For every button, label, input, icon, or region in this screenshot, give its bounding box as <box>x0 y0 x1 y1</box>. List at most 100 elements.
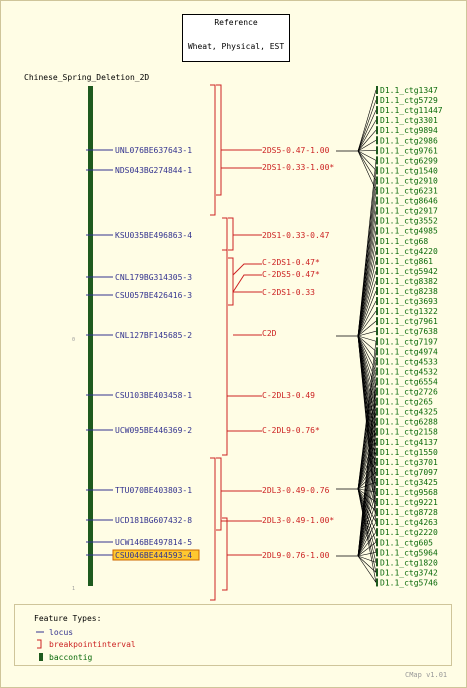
locus-item[interactable]: CSU046BE444593-4 <box>86 549 200 561</box>
contig-label[interactable]: D1.1_ctg11447 <box>380 106 443 115</box>
contig-label[interactable]: D1.1_ctg1550 <box>380 448 438 457</box>
contig-label[interactable]: D1.1_ctg68 <box>380 237 428 246</box>
interval-label[interactable]: 2DS1-0.33-1.00* <box>262 163 334 172</box>
contig-item[interactable]: D1.1_ctg9568 <box>376 488 438 497</box>
contig-item[interactable]: D1.1_ctg1820 <box>376 558 438 567</box>
contig-label[interactable]: D1.1_ctg265 <box>380 398 433 407</box>
contig-item[interactable]: D1.1_ctg1322 <box>376 307 438 316</box>
contig-label[interactable]: D1.1_ctg1820 <box>380 558 438 567</box>
locus-label[interactable]: TTU070BE403803-1 <box>115 486 192 495</box>
contig-item[interactable]: D1.1_ctg6554 <box>376 377 438 386</box>
locus-item[interactable]: UNL076BE637643-1 <box>86 146 192 155</box>
contig-label[interactable]: D1.1_ctg4220 <box>380 247 438 256</box>
contig-label[interactable]: D1.1_ctg3425 <box>380 478 438 487</box>
contig-item[interactable]: D1.1_ctg2158 <box>376 427 438 437</box>
locus-label[interactable]: CSU057BE426416-3 <box>115 291 192 300</box>
locus-label[interactable]: CNL127BF145685-2 <box>115 331 192 340</box>
contig-item[interactable]: D1.1_ctg861 <box>376 256 433 266</box>
contig-label[interactable]: D1.1_ctg2726 <box>380 388 438 397</box>
interval-label[interactable]: C-2DS1-0.47* <box>262 258 320 267</box>
contig-label[interactable]: D1.1_ctg8728 <box>380 508 438 517</box>
contig-item[interactable]: D1.1_ctg7097 <box>376 467 438 477</box>
locus-label[interactable]: CNL179BG314305-3 <box>115 273 192 282</box>
contig-item[interactable]: D1.1_ctg4325 <box>376 407 438 417</box>
locus-item[interactable]: UCW146BE497814-5 <box>86 538 192 547</box>
interval-label[interactable]: C-2DS5-0.47* <box>262 270 320 279</box>
contig-label[interactable]: D1.1_ctg4985 <box>380 227 438 236</box>
contig-item[interactable]: D1.1_ctg2917 <box>376 206 438 216</box>
contig-label[interactable]: D1.1_ctg9761 <box>380 146 438 155</box>
contig-item[interactable]: D1.1_ctg4985 <box>376 226 438 236</box>
contig-label[interactable]: D1.1_ctg6288 <box>380 418 438 427</box>
contig-item[interactable]: D1.1_ctg5942 <box>376 266 438 276</box>
contig-item[interactable]: D1.1_ctg9761 <box>376 146 438 155</box>
locus-item[interactable]: CSU103BE403458-1 <box>86 391 192 400</box>
interval-label[interactable]: 2DS1-0.33-0.47 <box>262 231 330 240</box>
contig-label[interactable]: D1.1_ctg2917 <box>380 207 438 216</box>
interval-label[interactable]: 2DL3-0.49-0.76 <box>262 486 330 495</box>
contig-label[interactable]: D1.1_ctg3742 <box>380 568 438 577</box>
contig-label[interactable]: D1.1_ctg8382 <box>380 277 438 286</box>
contig-item[interactable]: D1.1_ctg8646 <box>376 196 438 206</box>
contig-item[interactable]: D1.1_ctg2220 <box>376 528 438 537</box>
contig-label[interactable]: D1.1_ctg2910 <box>380 176 438 185</box>
contig-item[interactable]: D1.1_ctg9894 <box>376 126 438 135</box>
contig-item[interactable]: D1.1_ctg3552 <box>376 216 438 226</box>
locus-item[interactable]: UCW095BE446369-2 <box>86 426 192 435</box>
contig-label[interactable]: D1.1_ctg1322 <box>380 307 438 316</box>
contig-label[interactable]: D1.1_ctg6554 <box>380 377 438 386</box>
contig-item[interactable]: D1.1_ctg8382 <box>376 276 438 286</box>
locus-label[interactable]: UCD181BG607432-8 <box>115 516 192 525</box>
contig-item[interactable]: D1.1_ctg1347 <box>376 86 438 95</box>
contig-item[interactable]: D1.1_ctg4220 <box>376 246 438 256</box>
locus-item[interactable]: NDS043BG274844-1 <box>86 166 192 175</box>
contig-item[interactable]: D1.1_ctg265 <box>376 397 433 407</box>
locus-label[interactable]: CSU103BE403458-1 <box>115 391 192 400</box>
locus-item[interactable]: KSU035BE496863-4 <box>86 231 192 240</box>
interval-label[interactable]: 2DL9-0.76-1.00 <box>262 551 330 560</box>
contig-label[interactable]: D1.1_ctg4532 <box>380 367 438 376</box>
contig-item[interactable]: D1.1_ctg6288 <box>376 417 438 427</box>
contig-item[interactable]: D1.1_ctg4263 <box>376 518 438 527</box>
contig-label[interactable]: D1.1_ctg6231 <box>380 187 438 196</box>
contig-label[interactable]: D1.1_ctg7961 <box>380 317 438 326</box>
contig-item[interactable]: D1.1_ctg5746 <box>376 578 438 587</box>
contig-label[interactable]: D1.1_ctg4974 <box>380 347 438 356</box>
contig-label[interactable]: D1.1_ctg8646 <box>380 197 438 206</box>
contig-label[interactable]: D1.1_ctg5729 <box>380 96 438 105</box>
contig-item[interactable]: D1.1_ctg4137 <box>376 437 438 447</box>
contig-item[interactable]: D1.1_ctg3701 <box>376 457 438 467</box>
contig-label[interactable]: D1.1_ctg5942 <box>380 267 438 276</box>
contig-item[interactable]: D1.1_ctg4532 <box>376 367 438 376</box>
contig-item[interactable]: D1.1_ctg7961 <box>376 317 438 326</box>
contig-label[interactable]: D1.1_ctg861 <box>380 257 433 266</box>
contig-item[interactable]: D1.1_ctg5729 <box>376 96 438 105</box>
contig-item[interactable]: D1.1_ctg7638 <box>376 327 438 336</box>
contig-label[interactable]: D1.1_ctg7197 <box>380 337 438 346</box>
contig-item[interactable]: D1.1_ctg2986 <box>376 136 438 145</box>
contig-label[interactable]: D1.1_ctg1347 <box>380 86 438 95</box>
interval-label[interactable]: C-2DL9-0.76* <box>262 426 320 435</box>
locus-label[interactable]: UCW095BE446369-2 <box>115 426 192 435</box>
contig-label[interactable]: D1.1_ctg2220 <box>380 528 438 537</box>
locus-label[interactable]: KSU035BE496863-4 <box>115 231 192 240</box>
contig-item[interactable]: D1.1_ctg3693 <box>376 297 438 306</box>
locus-label[interactable]: CSU046BE444593-4 <box>115 551 192 560</box>
contig-label[interactable]: D1.1_ctg7097 <box>380 468 438 477</box>
interval-label[interactable]: 2DS5-0.47-1.00 <box>262 146 330 155</box>
locus-item[interactable]: CNL127BF145685-2 <box>86 331 192 340</box>
interval-label[interactable]: C2D <box>262 329 277 338</box>
contig-item[interactable]: D1.1_ctg9221 <box>376 498 438 507</box>
locus-item[interactable]: UCD181BG607432-8 <box>86 516 192 525</box>
contig-label[interactable]: D1.1_ctg9568 <box>380 488 438 497</box>
locus-item[interactable]: CNL179BG314305-3 <box>86 273 192 282</box>
contig-item[interactable]: D1.1_ctg8238 <box>376 287 438 296</box>
locus-item[interactable]: CSU057BE426416-3 <box>86 291 192 300</box>
contig-label[interactable]: D1.1_ctg7638 <box>380 327 438 336</box>
interval-label[interactable]: C-2DL3-0.49 <box>262 391 315 400</box>
contig-label[interactable]: D1.1_ctg9221 <box>380 498 438 507</box>
contig-item[interactable]: D1.1_ctg4533 <box>376 357 438 366</box>
contig-item[interactable]: D1.1_ctg68 <box>376 236 428 246</box>
contig-label[interactable]: D1.1_ctg3693 <box>380 297 438 306</box>
contig-label[interactable]: D1.1_ctg3552 <box>380 217 438 226</box>
